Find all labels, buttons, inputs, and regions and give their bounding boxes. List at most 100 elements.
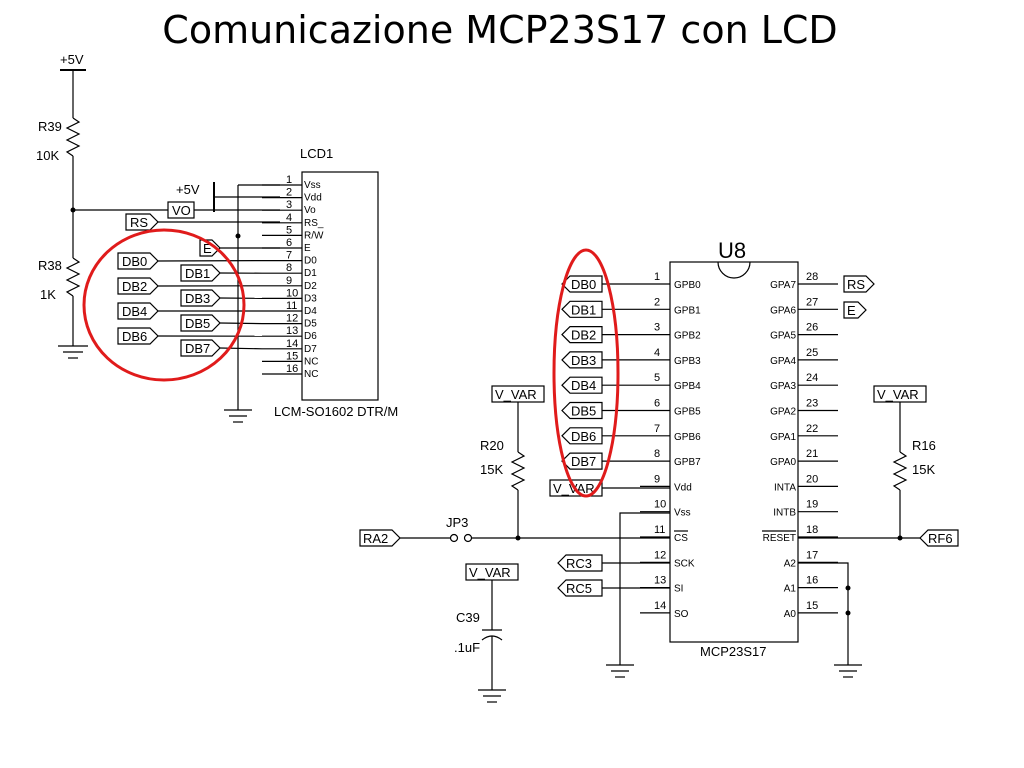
lcd-pin-7-number: 7	[286, 250, 292, 262]
c39-value: .1uF	[454, 640, 480, 655]
mcp-pin-22-name: GPA1	[770, 432, 796, 443]
lcd-tag-db7-label: DB7	[185, 341, 210, 356]
resistor-r38	[65, 257, 81, 297]
mcp-pin-19-number: 19	[806, 499, 818, 511]
jp3-contact-a	[449, 533, 459, 543]
lcd-pin-8-number: 8	[286, 262, 292, 274]
mcp-pin-23-number: 23	[806, 398, 818, 410]
lcd-tag-db0-label: DB0	[122, 254, 147, 269]
mcp-pin-24-number: 24	[806, 372, 818, 384]
mcp-pin-20-number: 20	[806, 473, 818, 485]
cap-vvar-tag-label: V_VAR	[469, 565, 511, 580]
mcp-e-tag-label: E	[847, 303, 856, 318]
mcp-pin-17-number: 17	[806, 549, 818, 561]
lcd-part: LCM-SO1602 DTR/M	[274, 404, 398, 419]
cs-net: RA2 JP3 V_VAR R20 15K	[359, 385, 670, 547]
mcp-pin-1-number: 1	[654, 271, 660, 283]
lcd-tag-db4-label: DB4	[122, 304, 147, 319]
resistor-r16	[892, 451, 908, 491]
mcp-pin-8-name: GPB7	[674, 457, 701, 468]
cap-ground	[478, 689, 506, 703]
r39-value: 10K	[36, 148, 59, 163]
r16-value: 15K	[912, 462, 935, 477]
lcd-pin-13-number: 13	[286, 325, 298, 337]
lcd-pin-10-number: 10	[286, 287, 298, 299]
vo-tag	[167, 201, 195, 219]
mcp-body	[669, 261, 799, 643]
jp3-contact-b	[463, 533, 473, 543]
mcp-pin-28-name: GPA7	[770, 280, 796, 291]
mcp-pin-7-name: GPB6	[674, 432, 701, 443]
lcd-pin-2-number: 2	[286, 187, 292, 199]
slide-title: Comunicazione MCP23S17 con LCD	[162, 8, 838, 52]
mcp-tag-db0-label: DB0	[571, 277, 596, 292]
lcd-ref: LCD1	[300, 146, 333, 161]
mcp-pin-13-number: 13	[654, 575, 666, 587]
rf6-tag-label: RF6	[928, 531, 953, 546]
mcp-pin-5-name: GPB4	[674, 381, 701, 392]
mcp-right-pins: 28GPA727GPA626GPA525GPA424GPA323GPA222GP…	[762, 271, 838, 620]
mcp-pin-21-number: 21	[806, 448, 818, 460]
mcp-pin-16-number: 16	[806, 575, 818, 587]
mcp-pin-4-number: 4	[654, 347, 660, 359]
reset-vvar-tag-label: V_VAR	[877, 387, 919, 402]
lcd-body	[301, 171, 379, 401]
mcp-pin-1-name: GPB0	[674, 280, 701, 291]
mcp-pin-22-number: 22	[806, 423, 818, 435]
mcp-pin-27-number: 27	[806, 296, 818, 308]
mcp-pin-28-number: 28	[806, 271, 818, 283]
lcd-pin-14-name: D7	[304, 344, 317, 355]
mcp-pin-3-name: GPB2	[674, 331, 701, 342]
mcp-pin-8-number: 8	[654, 448, 660, 460]
mcp-tag-db1-label: DB1	[571, 302, 596, 317]
lcd-pin-6-name: E	[304, 243, 311, 254]
r20-ref: R20	[480, 438, 504, 453]
mcp-tag-db2-label: DB2	[571, 328, 596, 343]
mcp-pin-19-name: INTB	[773, 508, 796, 519]
lcd-pin-12-number: 12	[286, 313, 298, 325]
lcd-tag-db7	[180, 339, 221, 357]
lcd-rs-tag-label: RS	[130, 215, 148, 230]
reset-net: RF6 V_VAR R16 15K	[798, 385, 959, 547]
lcd-rs-tag	[125, 213, 159, 231]
mcp-e-tag	[843, 301, 867, 319]
lcd-tag-db4	[117, 302, 159, 320]
resistor-r20	[510, 451, 526, 491]
lcd-wire-db7	[219, 347, 263, 350]
mcp-pin-17-name: A2	[784, 558, 797, 569]
mcp-pin-15-name: A0	[784, 609, 797, 620]
lcd-tag-db5-label: DB5	[185, 316, 210, 331]
mcp-pin-7-number: 7	[654, 423, 660, 435]
lcd-pin-7-name: D0	[304, 256, 317, 267]
mcp-left-pins: 1GPB02GPB13GPB24GPB35GPB46GPB57GPB68GPB7…	[630, 271, 701, 620]
mcp-pin-16-name: A1	[784, 584, 797, 595]
lcd-pin-16-name: NC	[304, 369, 318, 380]
mcp-pin-5-number: 5	[654, 372, 660, 384]
mcp-pin-11-number: 11	[654, 524, 665, 536]
mcp-pin-12-name: SCK	[674, 558, 695, 569]
lcd-e-tag-label: E	[203, 241, 212, 256]
mcp-pin-2-number: 2	[654, 296, 660, 308]
mcp-pin-25-name: GPA4	[770, 356, 796, 367]
lcd-pin-5-name: R/W	[304, 230, 324, 241]
lcd-pin-5-number: 5	[286, 224, 292, 236]
mcp-notch	[717, 261, 751, 279]
mcp-pin-4-name: GPB3	[674, 356, 701, 367]
mcp-tag-db6-label: DB6	[571, 429, 596, 444]
mcp-pin-26-name: GPA5	[770, 331, 796, 342]
r20-value: 15K	[480, 462, 503, 477]
mcp-rs-tag	[843, 275, 875, 293]
mcp-ref: U8	[718, 238, 746, 263]
mcp-pin-20-name: INTA	[774, 482, 796, 493]
rf6-tag	[919, 529, 959, 547]
lcd-pin-11-name: D4	[304, 306, 317, 317]
lcd-pin-4-name: RS_	[304, 218, 324, 229]
mcp-pin-23-name: GPA2	[770, 407, 796, 418]
lcd-e-tag	[199, 239, 221, 257]
lcd-pin-9-name: D2	[304, 281, 317, 292]
ra2-tag	[359, 529, 401, 547]
lcd-pin-15-number: 15	[286, 350, 298, 362]
